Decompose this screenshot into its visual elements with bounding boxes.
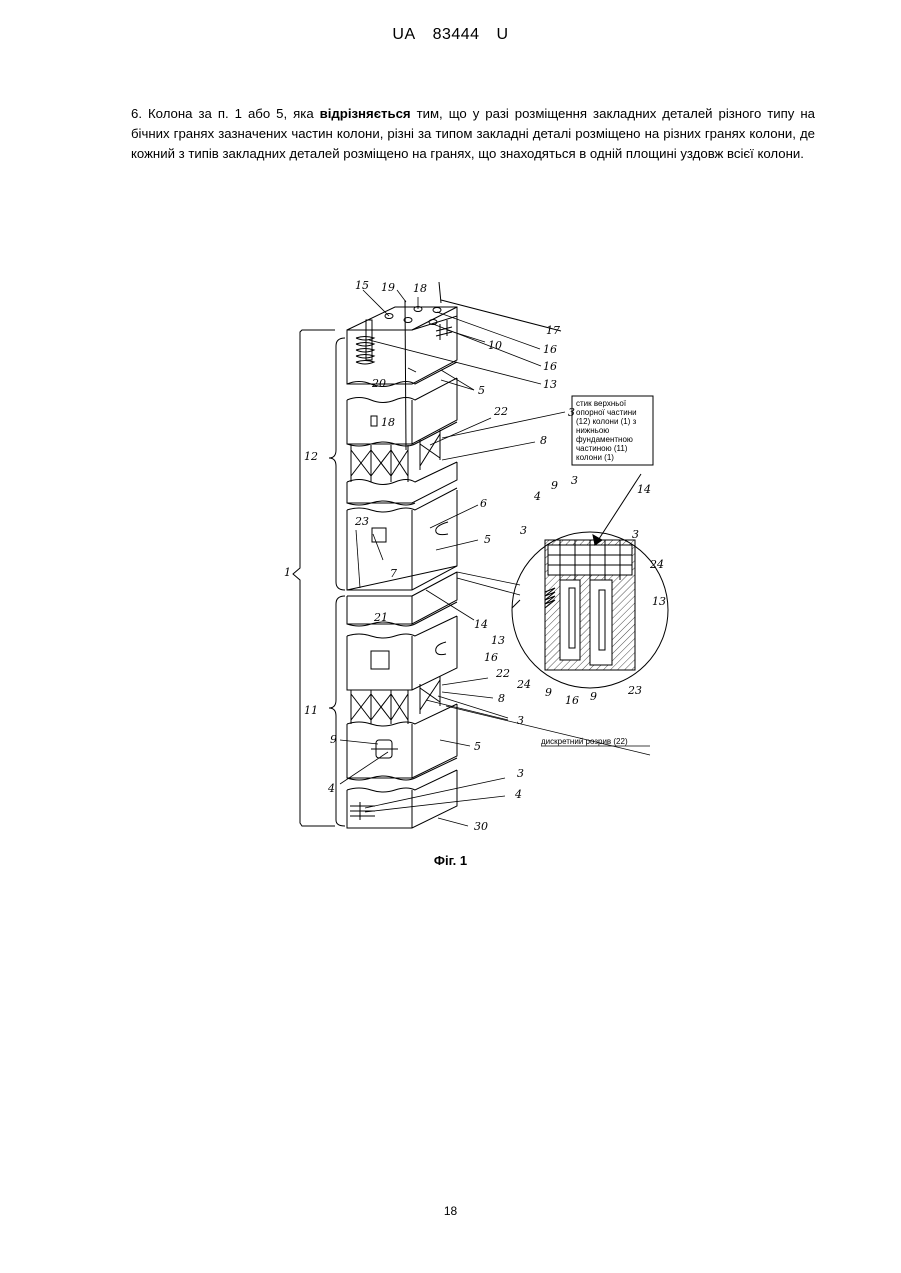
detail-label-3-right: 3 [632,528,639,541]
label-18-top: 18 [413,282,427,295]
label-1: 1 [284,566,291,579]
patent-number: 83444 [433,26,480,43]
label-3c: 3 [517,767,524,780]
label-9a: 9 [330,733,337,746]
label-21: 21 [373,611,388,624]
detail-note: стик верхньої опорної частини (12) колон… [576,399,637,462]
label-5b: 5 [484,533,491,546]
label-16a: 16 [543,343,557,356]
brace-column-1 [293,330,335,826]
detail-label-4: 4 [533,490,541,503]
label-5a: 5 [478,384,485,397]
label-23a: 23 [354,515,369,528]
detail-label-3-left: 3 [520,524,527,537]
label-16b: 16 [543,360,557,373]
column-bottom-block [347,770,457,828]
label-19: 19 [381,281,395,294]
note-line-2: опорної частини [576,408,637,417]
label-20: 20 [371,377,386,390]
detail-label-24-right: 24 [649,558,664,571]
detail-label-16-left: 16 [484,651,498,664]
figure-caption: Фіг. 1 [0,853,901,868]
label-12: 12 [304,450,318,463]
detail-label-13-right: 13 [652,595,666,608]
label-17: 17 [546,324,560,337]
label-6: 6 [480,497,487,510]
page-number: 18 [0,1204,901,1218]
detail-label-9-bottom-right: 9 [590,690,597,703]
patent-header: UA 83444 U [0,26,901,44]
detail-label-13-left: 13 [491,634,505,647]
claim-keyword: відрізняється [320,106,411,121]
note-line-3: (12) колони (1) з [576,417,637,426]
detail-circle [512,474,668,688]
label-4a: 4 [327,782,335,795]
label-22a: 22 [493,405,508,418]
label-14a: 14 [474,618,488,631]
detail-label-14: 14 [637,483,651,496]
label-3a: 3 [568,406,575,419]
label-22b: 22 [495,667,510,680]
brace-part-12 [329,338,345,590]
detail-label-16-bottom: 16 [565,694,579,707]
label-11: 11 [304,704,318,717]
detail-label-9-top: 9 [551,479,558,492]
label-13a: 13 [543,378,557,391]
note-line-1: стик верхньої [576,399,627,408]
patent-country: UA [392,26,415,43]
claim-text-start: 6. Колона за п. 1 або 5, яка [131,106,320,121]
detail-label-9-bottom-left: 9 [545,686,552,699]
detail-label-24-bottom: 24 [516,678,531,691]
patent-figure-1: 15 19 18 17 10 16 16 13 20 5 22 3 18 8 1… [0,270,901,840]
note-line-6: частиною (11) [576,444,628,453]
note-line-4: нижньою [576,426,609,435]
label-18: 18 [381,416,395,429]
label-8b: 8 [498,692,505,705]
discrete-gap-note: дискретний розрив (22) [541,737,628,746]
label-7: 7 [390,567,397,580]
note-line-7: колони (1) [576,453,614,462]
label-10: 10 [488,339,502,352]
label-8a: 8 [540,434,547,447]
label-4b: 4 [514,788,522,801]
detail-label-23: 23 [627,684,642,697]
note-line-5: фундаментною [576,435,633,444]
label-30: 30 [474,820,488,833]
label-3b: 3 [517,714,524,727]
claim-6-paragraph: 6. Колона за п. 1 або 5, яка відрізняєть… [131,104,815,164]
column-top-block [347,307,457,387]
detail-label-3-top: 3 [571,474,578,487]
patent-kind: U [497,26,509,43]
label-15: 15 [355,279,369,292]
label-5c: 5 [474,740,481,753]
